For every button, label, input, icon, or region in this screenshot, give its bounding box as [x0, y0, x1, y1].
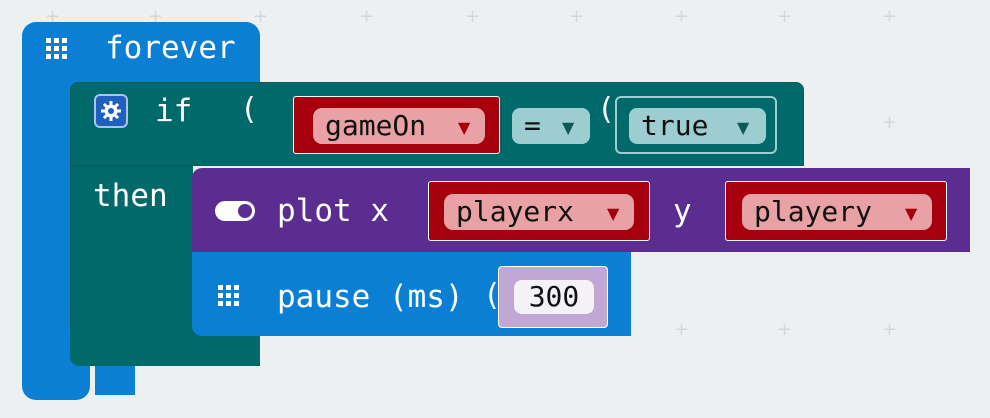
grid-plus: + — [569, 6, 585, 27]
grid-icon — [46, 38, 67, 59]
boolean-socket-bracket: ( — [597, 92, 616, 127]
grid-plus: + — [882, 319, 898, 340]
grid-plus: + — [777, 6, 793, 27]
chevron-down-icon: ▼ — [737, 118, 750, 137]
boolean-value-block[interactable] — [615, 96, 777, 154]
grid-plus: + — [882, 112, 898, 133]
playery-variable-name: playery — [754, 195, 873, 228]
grid-plus: + — [674, 6, 690, 27]
condition-socket-bracket: ( — [240, 92, 259, 127]
chevron-down-icon: ▼ — [562, 118, 575, 137]
number-socket-bracket: ( — [483, 278, 502, 313]
grid-icon — [218, 285, 239, 306]
boolean-value-dropdown[interactable]: true ▼ — [629, 108, 766, 144]
toggle-icon — [215, 201, 255, 221]
gear-icon[interactable] — [94, 94, 128, 128]
playerx-variable-dropdown[interactable]: playerx ▼ — [444, 194, 634, 230]
grid-plus: + — [882, 6, 898, 27]
forever-block-notch — [95, 365, 135, 395]
grid-plus: + — [45, 6, 61, 27]
if-keyword: if — [155, 93, 193, 129]
forever-label: forever — [105, 30, 236, 66]
playery-variable-dropdown[interactable]: playery ▼ — [742, 194, 932, 230]
gameon-variable-name: gameOn — [325, 109, 427, 142]
plot-x-label: plot x — [277, 193, 389, 229]
plot-y-label: y — [673, 193, 692, 229]
chevron-down-icon: ▼ — [607, 204, 620, 223]
if-block-footer[interactable] — [70, 330, 260, 366]
chevron-down-icon: ▼ — [458, 118, 471, 137]
grid-plus: + — [253, 6, 269, 27]
grid-plus: + — [359, 6, 375, 27]
grid-plus: + — [674, 319, 690, 340]
grid-plus: + — [465, 6, 481, 27]
grid-plus: + — [777, 319, 793, 340]
operator-dropdown[interactable]: = ▼ — [512, 108, 590, 144]
playerx-variable-name: playerx — [456, 195, 575, 228]
operator-value: = — [524, 109, 541, 142]
pause-duration-input[interactable]: 300 — [514, 280, 594, 314]
chevron-down-icon: ▼ — [905, 204, 918, 223]
boolean-value: true — [641, 109, 709, 142]
forever-block-header[interactable] — [22, 22, 260, 88]
then-keyword: then — [93, 178, 168, 214]
gameon-variable-dropdown[interactable]: gameOn ▼ — [313, 108, 485, 144]
grid-plus: + — [148, 6, 164, 27]
pause-label: pause (ms) — [277, 279, 464, 315]
